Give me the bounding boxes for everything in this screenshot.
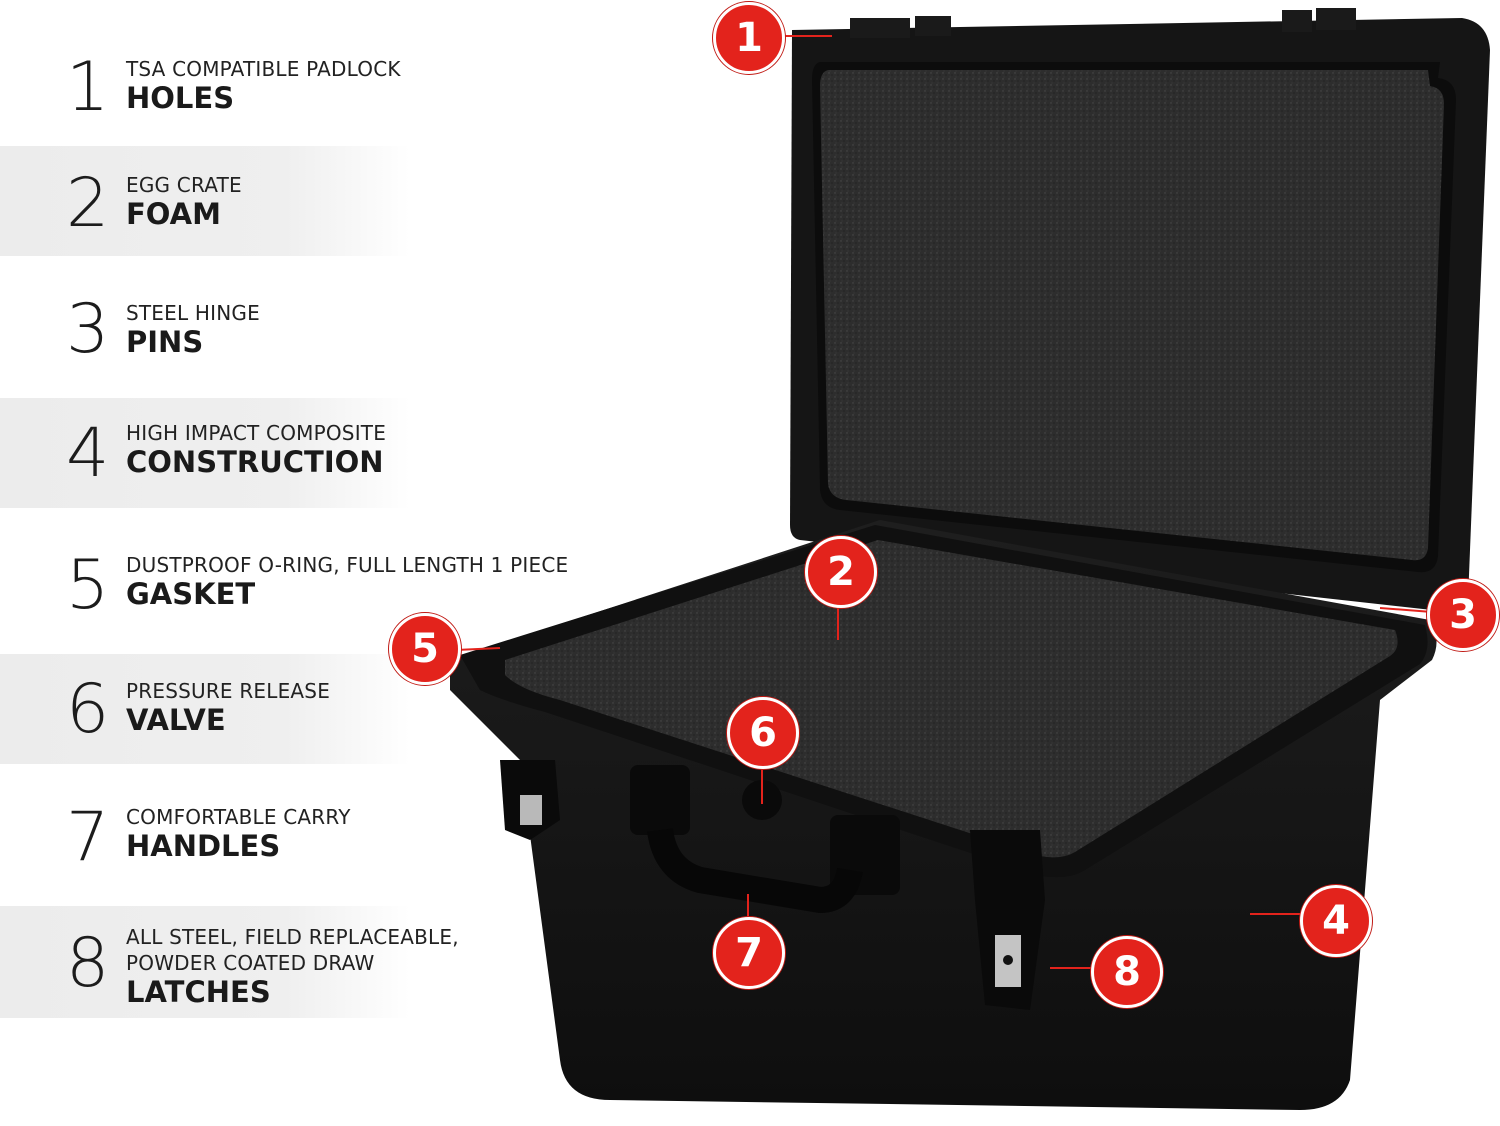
right-latch (970, 830, 1045, 1010)
feature-subtitle: PRESSURE RELEASE (126, 679, 331, 703)
feature-number: 1 (66, 48, 110, 127)
feature-subtitle: POWDER COATED DRAW (126, 951, 375, 975)
feature-number: 2 (66, 164, 110, 243)
feature-number: 7 (66, 798, 110, 877)
feature-item-handles: 7 COMFORTABLE CARRY HANDLES (0, 774, 410, 900)
feature-item-latches: 8 ALL STEEL, FIELD REPLACEABLE, POWDER C… (0, 906, 459, 1018)
feature-subtitle: ALL STEEL, FIELD REPLACEABLE, (126, 925, 459, 949)
feature-subtitle: COMFORTABLE CARRY (126, 805, 351, 829)
feature-number: 8 (66, 924, 110, 1003)
feature-title: LATCHES (126, 975, 271, 1009)
feature-subtitle: TSA COMPATIBLE PADLOCK (126, 57, 401, 81)
carry-handle (647, 827, 863, 914)
feature-title: VALVE (126, 703, 226, 737)
hard-case-illustration (450, 8, 1490, 1110)
callout-badge-8: 8 (1091, 936, 1163, 1008)
callout-badge-5: 5 (389, 613, 461, 685)
product-image: 1 2 3 4 5 6 7 8 (380, 0, 1500, 1126)
callout-badge-1: 1 (713, 2, 785, 74)
callout-badge-3: 3 (1427, 579, 1499, 651)
callout-badge-4: 4 (1300, 885, 1372, 957)
feature-item-construction: 4 HIGH IMPACT COMPOSITE CONSTRUCTION (0, 398, 410, 508)
feature-title: HOLES (126, 81, 235, 115)
feature-title: HANDLES (126, 829, 281, 863)
feature-item-pins: 3 STEEL HINGE PINS (0, 266, 410, 392)
feature-number: 4 (66, 414, 110, 493)
feature-subtitle: DUSTPROOF O-RING, FULL LENGTH 1 PIECE (126, 553, 569, 577)
feature-item-holes: 1 TSA COMPATIBLE PADLOCK HOLES (0, 10, 410, 136)
feature-number: 3 (66, 290, 110, 369)
feature-subtitle: EGG CRATE (126, 173, 242, 197)
feature-number: 6 (66, 670, 110, 749)
feature-list: 1 TSA COMPATIBLE PADLOCK HOLES 2 EGG CRA… (0, 0, 568, 1126)
callout-badge-2: 2 (805, 536, 877, 608)
feature-item-valve: 6 PRESSURE RELEASE VALVE (0, 654, 410, 764)
feature-subtitle: STEEL HINGE (126, 301, 260, 325)
feature-title: GASKET (126, 577, 256, 611)
callout-badge-6: 6 (727, 697, 799, 769)
feature-item-gasket: 5 DUSTPROOF O-RING, FULL LENGTH 1 PIECE … (0, 518, 568, 644)
feature-title: CONSTRUCTION (126, 445, 384, 479)
callout-badge-7: 7 (713, 917, 785, 989)
feature-title: FOAM (126, 197, 221, 231)
base-foam (505, 540, 1398, 858)
feature-item-foam: 2 EGG CRATE FOAM (0, 146, 410, 256)
feature-subtitle: HIGH IMPACT COMPOSITE (126, 421, 387, 445)
lid-foam (820, 70, 1444, 561)
feature-title: PINS (126, 325, 204, 359)
feature-number: 5 (66, 546, 110, 625)
